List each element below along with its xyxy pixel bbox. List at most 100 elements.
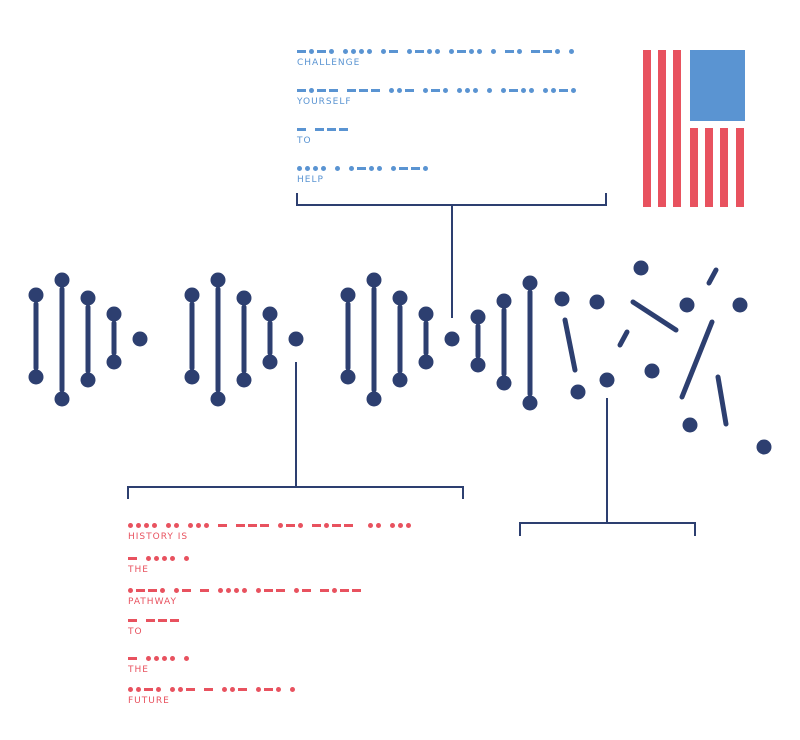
dna-helix	[28, 272, 538, 411]
nucleotide	[184, 287, 200, 303]
broken-rung	[562, 317, 578, 373]
flag-canton	[690, 50, 745, 121]
morse-dot	[521, 87, 526, 93]
morse-dot	[162, 555, 167, 561]
morse-dash	[317, 49, 326, 53]
morse-dot	[136, 686, 141, 692]
nucleotide	[210, 272, 226, 288]
morse-dot	[368, 522, 373, 528]
loose-nucleotide	[554, 291, 570, 307]
morse-dot	[487, 87, 492, 93]
morse-dot	[128, 686, 133, 692]
morse-dot	[324, 522, 329, 528]
morse-dot	[343, 48, 348, 54]
morse-dash	[136, 588, 145, 592]
morse-dot	[555, 48, 560, 54]
loose-nucleotide	[679, 297, 695, 313]
morse-dot	[435, 48, 440, 54]
morse-dash	[312, 523, 321, 527]
morse-dash	[146, 618, 155, 622]
nucleotide	[496, 375, 512, 391]
morse-dot	[406, 522, 411, 528]
morse-dot	[349, 165, 354, 171]
morse-plaintext: THE	[128, 665, 149, 675]
morse-dash	[371, 88, 380, 92]
morse-dot	[305, 165, 310, 171]
nucleotide	[28, 287, 44, 303]
morse-dot	[152, 522, 157, 528]
morse-plaintext: YOURSELF	[297, 97, 352, 107]
morse-dot	[309, 87, 314, 93]
morse-dash	[264, 588, 273, 592]
morse-dash	[170, 618, 179, 622]
morse-line	[128, 554, 192, 562]
morse-dot	[174, 587, 179, 593]
morse-dash	[332, 523, 341, 527]
morse-dot	[369, 165, 374, 171]
morse-dash	[505, 49, 514, 53]
morse-dash	[344, 523, 353, 527]
nucleotide	[366, 391, 382, 407]
morse-dash	[327, 127, 336, 131]
nucleotide	[236, 372, 252, 388]
loose-nucleotide	[644, 363, 660, 379]
morse-dot	[178, 686, 183, 692]
broken-rung	[706, 267, 719, 286]
morse-dot	[166, 522, 171, 528]
morse-dot	[136, 522, 141, 528]
morse-dot	[551, 87, 556, 93]
morse-plaintext: PATHWAY	[128, 597, 177, 607]
morse-dash	[297, 49, 306, 53]
nucleotide	[418, 354, 434, 370]
morse-dot	[146, 655, 151, 661]
morse-dot	[144, 522, 149, 528]
morse-dot	[294, 587, 299, 593]
morse-dot	[204, 522, 209, 528]
morse-dot	[226, 587, 231, 593]
morse-dash	[128, 656, 137, 660]
morse-dash	[531, 49, 540, 53]
nucleotide	[392, 372, 408, 388]
morse-dot	[309, 48, 314, 54]
flag-stripe	[736, 128, 744, 207]
morse-dash	[317, 88, 326, 92]
flag-icon	[643, 50, 745, 207]
morse-dot	[473, 87, 478, 93]
callout-brackets	[127, 193, 696, 536]
nucleotide	[496, 293, 512, 309]
morse-dash	[297, 127, 306, 131]
nucleotide	[340, 369, 356, 385]
morse-dot	[359, 48, 364, 54]
morse-dot	[367, 48, 372, 54]
nucleotide	[340, 287, 356, 303]
morse-dot	[313, 165, 318, 171]
flag-stripe	[673, 50, 681, 207]
morse-dot	[423, 87, 428, 93]
morse-dash	[347, 88, 356, 92]
morse-dash	[297, 88, 306, 92]
morse-dot	[230, 686, 235, 692]
flag-stripe	[705, 128, 713, 207]
morse-dash	[405, 88, 414, 92]
loose-nucleotide	[570, 384, 586, 400]
morse-plaintext: TO	[128, 627, 143, 637]
morse-dot	[569, 48, 574, 54]
morse-dash	[329, 88, 338, 92]
morse-dot	[154, 655, 159, 661]
nucleotide	[366, 272, 382, 288]
morse-dot	[398, 522, 403, 528]
morse-dot	[477, 48, 482, 54]
morse-dot	[184, 655, 189, 661]
loose-nucleotide	[682, 417, 698, 433]
morse-dash	[248, 523, 257, 527]
broken-rung	[630, 299, 679, 333]
morse-plaintext: FUTURE	[128, 696, 170, 706]
morse-dot	[256, 686, 261, 692]
morse-dash	[431, 88, 440, 92]
morse-dash	[238, 687, 247, 691]
morse-dot	[154, 555, 159, 561]
broken-rung	[617, 329, 630, 348]
morse-line	[128, 616, 182, 624]
morse-dash	[559, 88, 568, 92]
morse-dot	[170, 655, 175, 661]
